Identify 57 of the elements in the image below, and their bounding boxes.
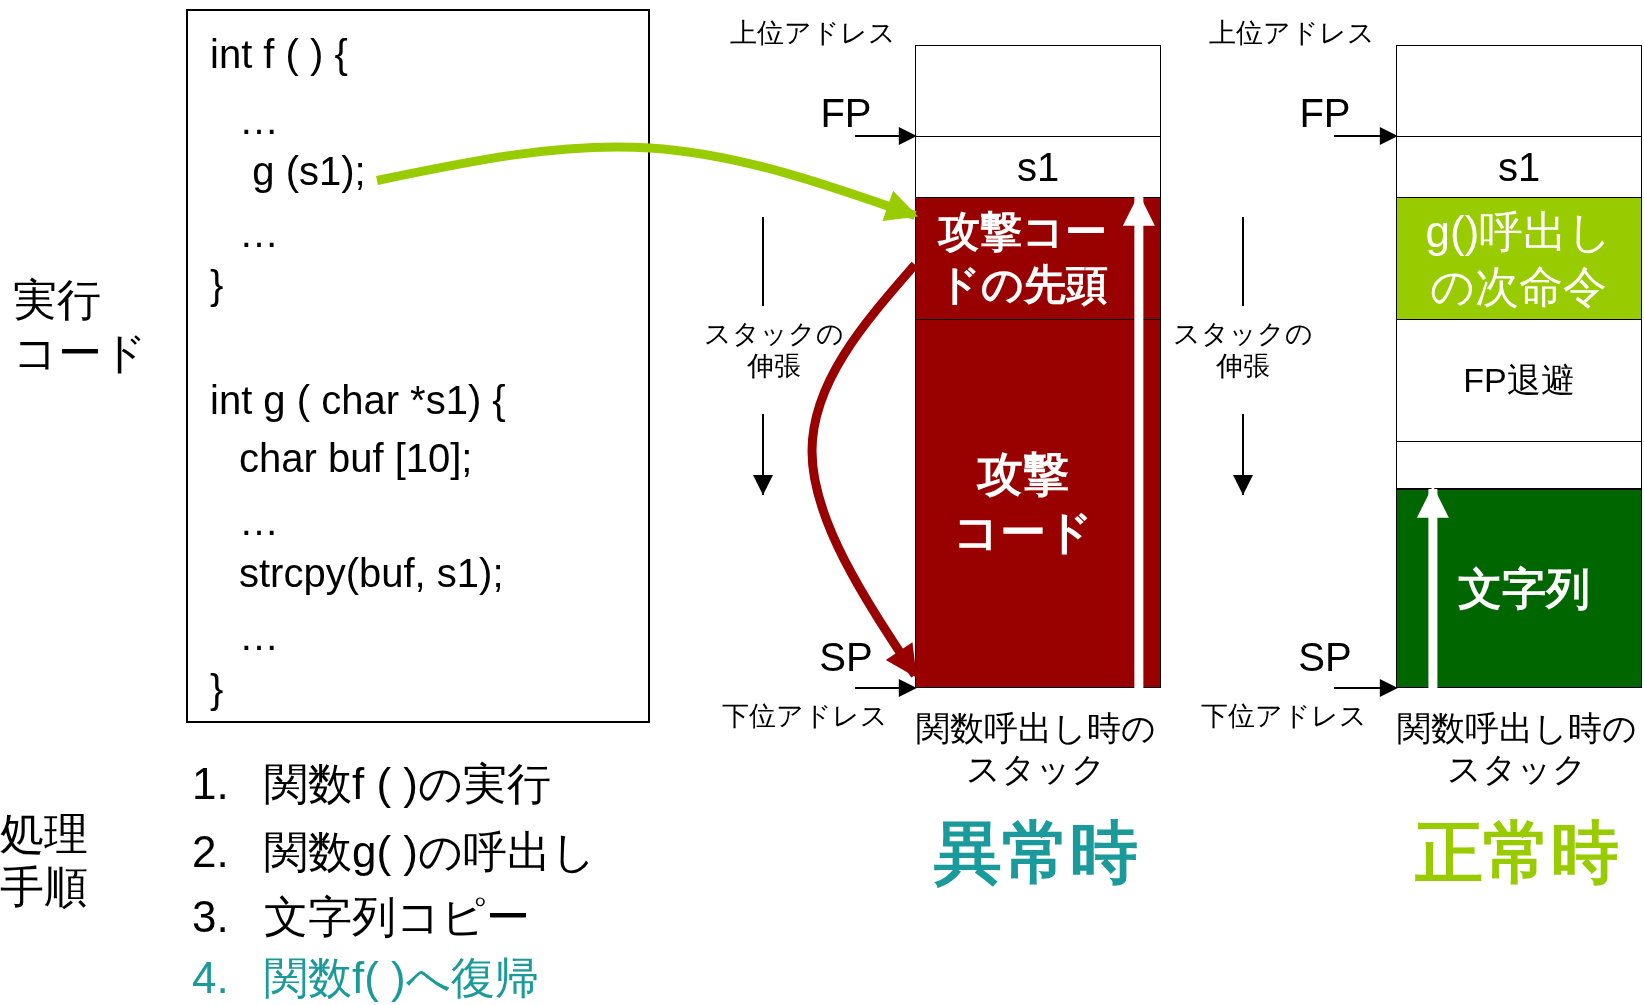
arrow [376, 142, 918, 221]
stack-cell [1396, 197, 1642, 320]
code-line: int g ( char *s1) { [210, 377, 506, 424]
stack-cell [1396, 45, 1642, 137]
stack-cell [1396, 319, 1642, 442]
cell-text: g()呼出しの次命令 [1424, 205, 1614, 313]
cell-text: FP退避 [1463, 360, 1575, 402]
stack-caption: 関数呼出し時のスタック [915, 708, 1157, 790]
arrow [1332, 127, 1398, 145]
address-label: 上位アドレス [730, 17, 896, 50]
cell-text: s1 [1016, 144, 1060, 191]
stack-cell [1396, 489, 1642, 688]
code-line: … [239, 210, 279, 257]
arrow [1332, 679, 1398, 697]
arrow [853, 679, 917, 697]
stack-cell [915, 197, 1161, 320]
step-text: 文字列コピー [264, 891, 530, 943]
cell-text: FP [1299, 90, 1351, 137]
cell-text: SP [819, 634, 873, 681]
stack-cell [1396, 441, 1642, 489]
code-line: } [210, 666, 224, 713]
step-number: 3. [192, 891, 229, 943]
step-number: 4. [192, 952, 229, 1004]
section-label: 実行コード [13, 274, 148, 379]
code-line: strcpy(buf, s1); [239, 550, 504, 597]
code-line: g (s1); [252, 148, 366, 195]
growth-label: スタックの伸張 [1172, 318, 1314, 383]
step-number: 1. [192, 758, 229, 810]
cell-text: s1 [1497, 144, 1541, 191]
address-label: 下位アドレス [1201, 700, 1367, 733]
step-text: 関数g( )の呼出し [264, 826, 596, 878]
stack-caption: 関数呼出し時のスタック [1396, 708, 1638, 790]
code-line: … [239, 97, 279, 144]
code-line: … [239, 498, 279, 545]
step-text: 関数f ( )の実行 [264, 758, 551, 810]
stack-cell [915, 45, 1161, 137]
stack-cell [915, 319, 1161, 688]
cell-text: 攻撃コードの先頭 [936, 207, 1109, 310]
step-text: 関数f( )へ復帰 [264, 952, 539, 1004]
cell-text: SP [1298, 634, 1352, 681]
cell-text: FP [820, 90, 872, 137]
growth-label: スタックの伸張 [703, 318, 845, 383]
code-box [186, 9, 650, 723]
arrow [853, 127, 917, 145]
code-line: char buf [10]; [239, 435, 473, 482]
cell-text: 攻撃コード [952, 447, 1094, 560]
address-label: 上位アドレス [1209, 17, 1375, 50]
state-heading: 正常時 [1415, 813, 1619, 892]
code-line: } [210, 262, 224, 309]
cell-text: 文字列 [1458, 563, 1590, 615]
address-label: 下位アドレス [722, 700, 888, 733]
section-label: 処理手順 [0, 808, 89, 913]
step-number: 2. [192, 826, 229, 878]
state-heading: 異常時 [934, 813, 1138, 892]
code-line: int f ( ) { [210, 31, 348, 78]
code-line: … [239, 613, 279, 660]
arrow [1416, 485, 1449, 688]
